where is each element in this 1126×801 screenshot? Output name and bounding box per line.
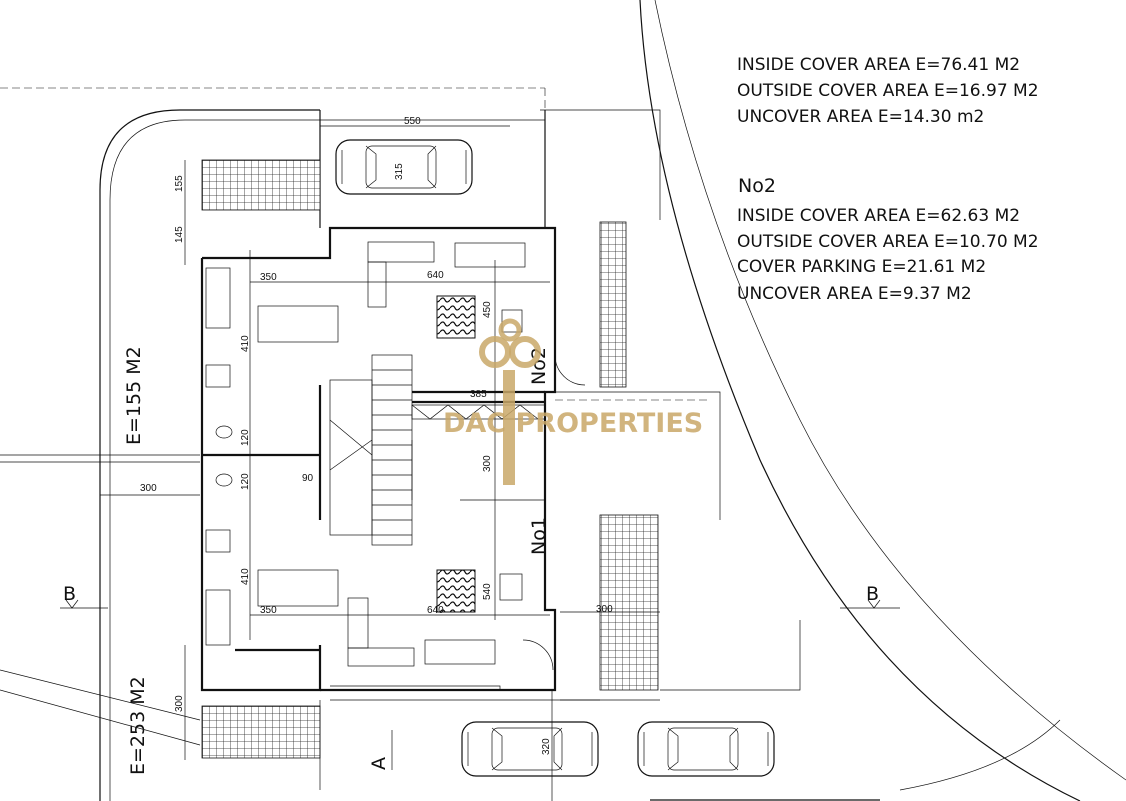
- plot-area-lower: E=253 M2: [127, 676, 149, 775]
- dim-label: 145: [174, 226, 185, 243]
- dim-label: 410: [240, 568, 251, 585]
- dim-label: 540: [482, 583, 493, 600]
- area-line: OUTSIDE COVER AREA E=16.97 M2: [737, 81, 1039, 101]
- watermark-text: DAC PROPERTIES: [443, 408, 703, 439]
- section-a: A: [368, 757, 390, 770]
- dim-label: 320: [541, 738, 552, 755]
- area-line: UNCOVER AREA E=14.30 m2: [737, 107, 984, 127]
- building-walls: [200, 110, 659, 790]
- no2-title: No2: [738, 175, 776, 197]
- section-b-right: B: [866, 583, 879, 605]
- dim-label: 385: [470, 389, 487, 400]
- dim-label: 155: [174, 175, 185, 192]
- dim-label: 640: [427, 270, 444, 281]
- unit-label-no1: No1: [528, 517, 550, 555]
- section-marks: B B A: [60, 583, 900, 770]
- car-parking-1: [461, 721, 599, 777]
- dim-label: 300: [140, 483, 157, 494]
- dim-label: 300: [596, 604, 613, 615]
- area-line: INSIDE COVER AREA E=62.63 M2: [737, 206, 1020, 226]
- unit-label-no2: No2: [528, 347, 550, 385]
- area-line: OUTSIDE COVER AREA E=10.70 M2: [737, 232, 1039, 252]
- area-line: UNCOVER AREA E=9.37 M2: [737, 284, 972, 304]
- dim-label: 90: [302, 473, 314, 484]
- dim-label: 300: [482, 455, 493, 472]
- plot-area-upper: E=155 M2: [123, 346, 145, 445]
- dim-label: 300: [174, 695, 185, 712]
- dim-label: 350: [260, 605, 277, 616]
- car-parking-2: [637, 721, 775, 777]
- dim-label: 120: [240, 429, 251, 446]
- dim-label: 350: [260, 272, 277, 283]
- dim-label: 410: [240, 335, 251, 352]
- no2-area-summary: No2 INSIDE COVER AREA E=62.63 M2 OUTSIDE…: [737, 175, 1039, 304]
- dim-label: 550: [404, 116, 421, 127]
- furniture: [205, 241, 586, 671]
- unit-area-summary: INSIDE COVER AREA E=76.41 M2 OUTSIDE COV…: [737, 55, 1039, 127]
- dim-label: 120: [240, 473, 251, 490]
- area-line: INSIDE COVER AREA E=76.41 M2: [737, 55, 1020, 75]
- section-b-left: B: [63, 583, 76, 605]
- dac-properties-watermark: DAC PROPERTIES: [443, 318, 703, 485]
- dim-label: 450: [482, 301, 493, 318]
- area-line: COVER PARKING E=21.61 M2: [737, 257, 986, 277]
- staircase: [329, 354, 413, 546]
- dimensions: 550 315 155 145 350 640 450 410 120 120 …: [100, 116, 660, 801]
- dim-label: 640: [427, 605, 444, 616]
- dim-label: 315: [394, 163, 405, 180]
